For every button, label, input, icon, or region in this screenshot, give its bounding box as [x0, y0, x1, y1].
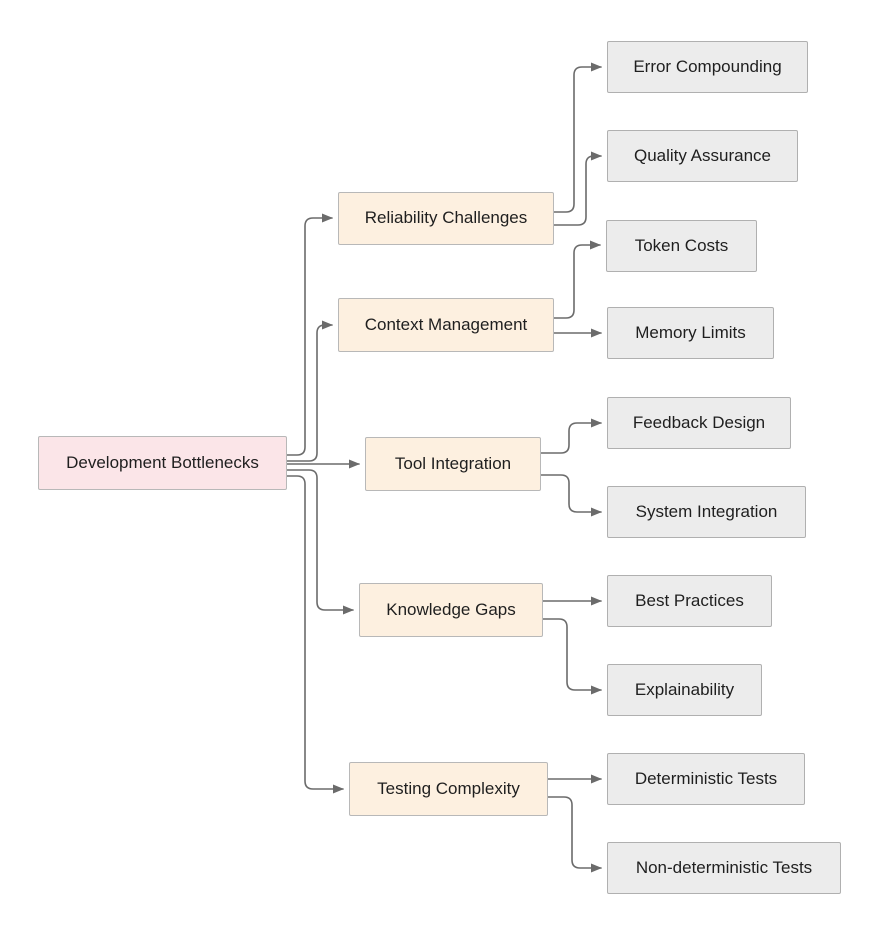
- node-branch-tool-integration[interactable]: Tool Integration: [365, 437, 541, 491]
- edge-root-to-reliability-challenges: [286, 213, 334, 456]
- node-label: Non-deterministic Tests: [635, 857, 813, 877]
- edge-tool-integration-to-feedback-design: [540, 418, 603, 454]
- node-label: Explainability: [634, 679, 735, 699]
- node-label: Development Bottlenecks: [66, 452, 259, 472]
- node-label: Reliability Challenges: [364, 208, 528, 228]
- edge-reliability-challenges-to-quality-assurance: [553, 151, 603, 226]
- node-branch-testing-complexity[interactable]: Testing Complexity: [349, 762, 548, 816]
- node-label: System Integration: [635, 501, 778, 521]
- node-leaf-non-deterministic-tests[interactable]: Non-deterministic Tests: [607, 842, 841, 894]
- edge-root-to-context-management: [286, 320, 334, 462]
- node-leaf-token-costs[interactable]: Token Costs: [606, 220, 757, 272]
- node-label: Deterministic Tests: [634, 768, 778, 788]
- node-label: Feedback Design: [632, 412, 766, 432]
- node-leaf-deterministic-tests[interactable]: Deterministic Tests: [607, 753, 805, 805]
- edge-reliability-challenges-to-error-compounding: [553, 62, 603, 213]
- node-label: Knowledge Gaps: [386, 599, 516, 619]
- node-leaf-system-integration[interactable]: System Integration: [607, 486, 806, 538]
- node-label: Tool Integration: [394, 453, 512, 473]
- node-root-development-bottlenecks[interactable]: Development Bottlenecks: [38, 436, 287, 490]
- node-leaf-explainability[interactable]: Explainability: [607, 664, 762, 716]
- node-label: Context Management: [364, 314, 528, 334]
- node-label: Quality Assurance: [633, 145, 771, 165]
- edge-tool-integration-to-system-integration: [540, 474, 603, 517]
- edge-knowledge-gaps-to-explainability: [542, 618, 603, 695]
- node-leaf-error-compounding[interactable]: Error Compounding: [607, 41, 808, 93]
- node-label: Error Compounding: [633, 56, 782, 76]
- edge-root-to-knowledge-gaps: [286, 469, 355, 615]
- edge-context-management-to-token-costs: [553, 240, 602, 319]
- node-leaf-quality-assurance[interactable]: Quality Assurance: [607, 130, 798, 182]
- node-leaf-feedback-design[interactable]: Feedback Design: [607, 397, 791, 449]
- node-branch-knowledge-gaps[interactable]: Knowledge Gaps: [359, 583, 543, 637]
- node-label: Best Practices: [635, 590, 744, 610]
- node-leaf-memory-limits[interactable]: Memory Limits: [607, 307, 774, 359]
- node-label: Token Costs: [634, 235, 729, 255]
- node-label: Testing Complexity: [377, 778, 520, 798]
- node-branch-reliability-challenges[interactable]: Reliability Challenges: [338, 192, 554, 245]
- edge-testing-complexity-to-non-deterministic-tests: [547, 796, 603, 873]
- edge-root-to-testing-complexity: [286, 475, 345, 794]
- node-leaf-best-practices[interactable]: Best Practices: [607, 575, 772, 627]
- node-branch-context-management[interactable]: Context Management: [338, 298, 554, 352]
- node-label: Memory Limits: [635, 322, 746, 342]
